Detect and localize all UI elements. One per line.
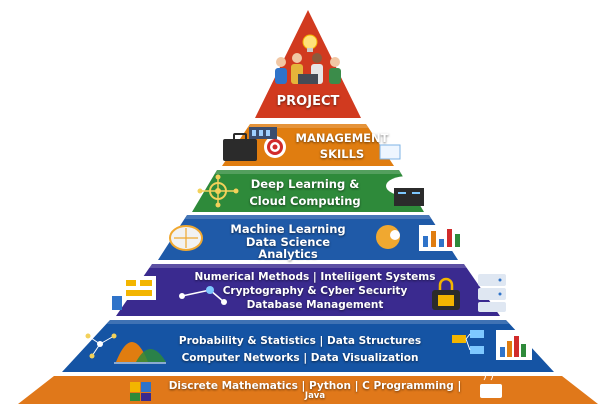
tier-6-label: Discrete Mathematics | Python | C Progra… — [155, 381, 475, 401]
tier-4-line-2: Database Management — [246, 299, 384, 311]
tier-1-line-0: MANAGEMENT — [295, 131, 389, 145]
tier-5-shape — [62, 320, 554, 372]
tier-3-line-0: Machine Learning — [230, 222, 346, 236]
tier-0-line-0: PROJECT — [276, 94, 340, 109]
tier-0-label: PROJECT — [258, 95, 358, 109]
cloud-server-icon — [386, 176, 430, 206]
tier-6-line-1: Java — [304, 391, 326, 401]
colored-bar-chart-icon — [496, 330, 532, 360]
tier-1-line-1: SKILLS — [319, 147, 365, 161]
tier-6-line-0: Discrete Mathematics | Python | C Progra… — [168, 380, 462, 392]
dashboard-icon — [249, 127, 277, 139]
chart-card-icon — [379, 144, 401, 160]
briefcase-icon — [223, 133, 257, 161]
tier-2-line-0: Deep Learning & — [250, 177, 360, 191]
tier-4-label: Numerical Methods | Inteliigent Systems … — [170, 270, 460, 312]
tier-5-label: Probability & Statistics | Data Structur… — [150, 333, 450, 367]
team-people-icon — [275, 53, 341, 84]
tier-2-label: Deep Learning & Cloud Computing — [235, 176, 375, 210]
brain-icon — [169, 225, 203, 251]
tier-5-line-0: Probability & Statistics | Data Structur… — [178, 335, 422, 347]
tier-3-line-1: Data Science — [245, 234, 331, 249]
tier-1-label: MANAGEMENT SKILLS — [282, 130, 402, 162]
tier-6-shape — [18, 376, 598, 404]
tier-2-shape — [192, 170, 424, 212]
distribution-chart-icon — [114, 342, 166, 364]
coffee-cup-icon — [480, 371, 502, 398]
tier-4-shape — [116, 264, 500, 316]
graph-nodes-icon — [85, 333, 117, 359]
head-profile-icon — [376, 225, 400, 249]
tier-0-shape — [255, 10, 361, 118]
hierarchy-diagram-icon — [452, 330, 484, 354]
molecule-network-icon — [179, 286, 227, 305]
neural-network-icon — [197, 174, 239, 208]
tier-4-line-1: Cryptography & Cyber Security — [222, 285, 408, 297]
tier-5-line-1: Computer Networks | Data Visualization — [181, 352, 419, 364]
tier-2-line-1: Cloud Computing — [249, 194, 361, 208]
bar-chart-icon — [419, 225, 465, 251]
flowchart-icon — [112, 276, 156, 310]
puzzle-icon — [130, 382, 151, 401]
tier-4-line-0: Numerical Methods | Inteliigent Systems — [194, 271, 436, 283]
lightbulb-icon — [302, 34, 318, 52]
target-icon — [264, 136, 286, 158]
padlock-icon — [432, 277, 460, 310]
database-icon — [478, 274, 506, 312]
tier-3-line-2: Analytics — [258, 247, 318, 261]
tier-3-label: Machine Learning Data Science Analytics — [218, 223, 358, 261]
